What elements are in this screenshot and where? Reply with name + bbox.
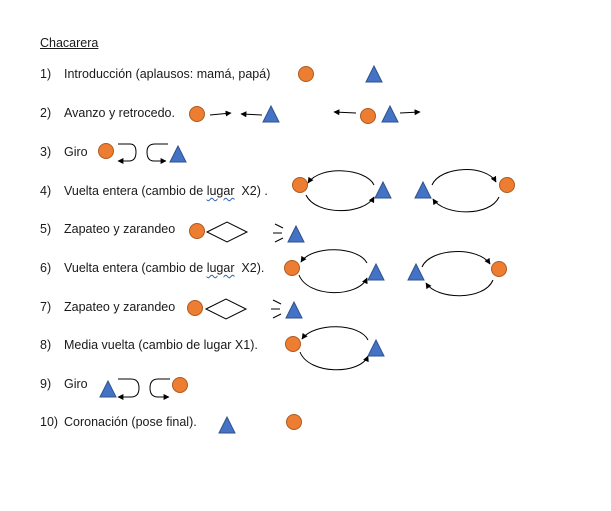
mama-circle-icon [172,377,188,393]
mama-circle-icon [189,106,205,122]
item-3-number: 3) [40,145,52,159]
papa-triangle-icon [374,180,392,199]
document-title: Chacarera [40,36,99,50]
row-8-figures [285,326,385,371]
item-9-text: Giro [64,377,88,391]
item-6-text: Vuelta entera (cambio de lugar X2). [64,261,264,275]
loop-arrow-icon [431,169,497,186]
row-3-figures [98,143,187,164]
row-9-figures [99,377,188,400]
loop-arrow-icon [307,170,375,186]
loop-arrow-icon [301,326,369,341]
row-5-figures [189,221,305,243]
item-10-number: 10) [40,415,59,429]
papa-triangle-icon [285,300,303,319]
mama-circle-icon [187,300,203,316]
arrow-right-icon [209,110,232,117]
papa-triangle-icon [407,262,425,281]
papa-triangle-icon [367,338,385,357]
loop-arrow-icon [432,196,500,213]
mama-circle-icon [285,336,301,352]
item-5-number: 5) [40,222,52,236]
row-10-figures [218,414,302,434]
papa-triangle-icon [381,104,399,123]
mama-circle-icon [499,177,515,193]
loop-arrow-icon [305,194,375,212]
loop-arrow-icon [421,251,491,268]
item-8-text: Media vuelta (cambio de lugar X1). [64,338,258,352]
item-7-text: Zapateo y zarandeo [64,300,176,314]
u-turn-arrow-icon [146,143,168,164]
item-4-text-b: X2) . [234,184,268,198]
diamond-icon [205,221,249,243]
diamond-icon [204,298,248,320]
item-3-text: Giro [64,145,88,159]
mama-circle-icon [284,260,300,276]
item-7-number: 7) [40,300,52,314]
row-6-figures [284,249,507,297]
u-turn-arrow-icon [117,143,137,164]
papa-triangle-icon [414,180,432,199]
papa-triangle-icon [218,415,236,434]
item-6-text-underlined: lugar [206,261,235,275]
item-4-text: Vuelta entera (cambio de lugar X2) . [64,184,268,198]
arrow-left-icon [240,111,263,118]
u-turn-arrow-icon [117,378,140,400]
item-6-text-b: X2). [234,261,265,275]
item-6-text-a: Vuelta entera (cambio de [64,261,207,275]
loop-arrow-icon [300,249,368,264]
papa-triangle-icon [99,379,117,398]
shake-lines-icon [271,299,282,319]
item-1-text: Introducción (aplausos: mamá, papá) [64,67,271,81]
row-2-figures [189,104,421,124]
u-turn-arrow-icon [149,378,170,400]
mama-circle-icon [298,66,314,82]
papa-triangle-icon [287,224,305,243]
shake-lines-icon [273,223,284,243]
arrow-right-icon [399,109,421,116]
loop-arrow-icon [298,274,368,294]
mama-circle-icon [189,223,205,239]
item-4-text-a: Vuelta entera (cambio de [64,184,207,198]
row-7-figures [187,298,303,320]
papa-triangle-icon [365,64,383,83]
mama-circle-icon [98,143,114,159]
loop-arrow-icon [299,351,369,371]
item-1-number: 1) [40,67,52,81]
item-5-text: Zapateo y zarandeo [64,222,176,236]
row-4-figures [292,169,515,213]
mama-circle-icon [360,108,376,124]
papa-triangle-icon [262,104,280,123]
item-2-number: 2) [40,106,52,120]
item-9-number: 9) [40,377,52,391]
arrow-left-icon [333,109,357,116]
item-2-text: Avanzo y retrocedo. [64,106,175,120]
loop-arrow-icon [425,279,494,297]
mama-circle-icon [491,261,507,277]
item-8-number: 8) [40,338,52,352]
mama-circle-icon [292,177,308,193]
row-1-figures [298,64,383,83]
item-4-text-underlined: lugar [206,184,235,198]
mama-circle-icon [286,414,302,430]
papa-triangle-icon [169,144,187,163]
item-4-number: 4) [40,184,52,198]
item-10-text: Coronación (pose final). [64,415,197,429]
item-6-number: 6) [40,261,52,275]
papa-triangle-icon [367,262,385,281]
